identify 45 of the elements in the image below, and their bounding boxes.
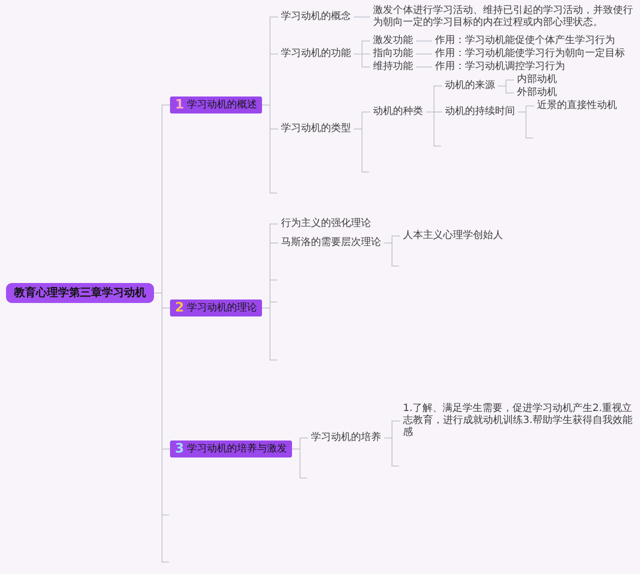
branch-stub-line: [154, 292, 170, 562]
topic-number: 2: [175, 300, 184, 316]
connector-line: [416, 40, 432, 42]
branch-stub-line: [518, 112, 534, 138]
topic-label: 学习动机的类型: [278, 123, 354, 135]
branch-topic-box: [170, 300, 262, 316]
topic-label: 学习动机的培养: [308, 432, 384, 444]
topic-text: 学习动机的概述: [187, 98, 258, 112]
branch-stub-line: [354, 128, 370, 172]
branch-stub-line: [384, 438, 400, 466]
topic-label: 激发个体进行学习活动、维持已引起的学习活动，并致使行为朝向一定的学习目标的内在过程或内部心理状态。: [370, 5, 636, 29]
topic-label: 动机的种类: [370, 106, 426, 118]
topic-label: 行为主义的强化理论: [278, 218, 374, 230]
topic-text: 学习动机的培养与激发: [187, 442, 288, 456]
topic-label: 动机的来源: [442, 80, 498, 92]
topic-label: 近景的直接性动机: [534, 100, 620, 112]
topic-label: 激发功能: [370, 35, 416, 47]
connector-line: [354, 54, 370, 68]
connector-line: [354, 16, 370, 18]
topic-label: 指向功能: [370, 48, 416, 60]
topic-label: 动机的持续时间: [442, 106, 518, 118]
branch-stub-line: [426, 112, 442, 146]
connector-line: [498, 86, 514, 94]
branch-stub-line: [384, 242, 400, 266]
topic-label: 人本主义心理学创始人: [400, 230, 506, 242]
connector-line: [416, 66, 432, 68]
branch-stub-line: [262, 104, 278, 194]
topic-label: 学习动机的概念: [278, 11, 354, 23]
topic-number: 3: [175, 442, 184, 456]
topic-number: 1: [175, 98, 184, 112]
topic-label: 学习动机的功能: [278, 48, 354, 60]
branch-topic-box: [170, 96, 262, 114]
topic-label: 维持功能: [370, 61, 416, 73]
branch-topic-box: [170, 440, 292, 458]
topic-label: 内部动机: [514, 74, 560, 86]
topic-label: 1.了解、满足学生需要，促进学习动机产生2.重视立志教育，进行成就动机训练3.帮助学生获得自我效能感: [400, 403, 636, 439]
topic-label: 马斯洛的需要层次理论: [278, 237, 384, 249]
topic-text: 学习动机的理论: [187, 301, 258, 316]
central-topic-box: 教育心理学第三章学习动机: [6, 283, 154, 303]
topic-label: 外部动机: [514, 87, 560, 99]
branch-stub-line: [262, 308, 278, 360]
topic-label: 作用：学习动机能促使个体产生学习行为: [432, 35, 618, 47]
branch-stub-line: [292, 448, 308, 478]
topic-label: 作用：学习动机调控学习行为: [432, 61, 568, 73]
topic-label: 作用：学习动机能使学习行为朝向一定目标: [432, 48, 628, 60]
